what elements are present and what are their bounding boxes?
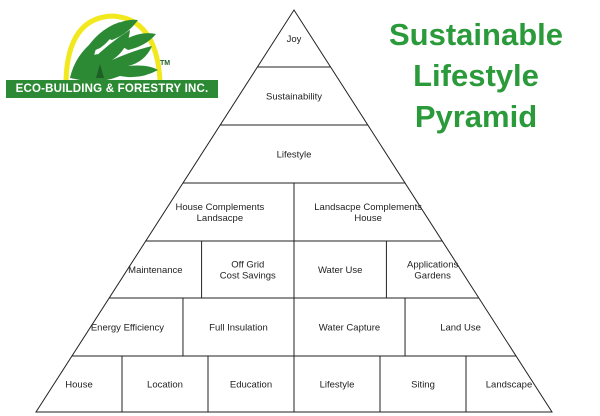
pyramid-cell-label: Water Capture bbox=[319, 323, 380, 334]
pyramid-cell-label: Education bbox=[230, 380, 272, 391]
tree-icon bbox=[70, 19, 158, 82]
pyramid-cell-label: Location bbox=[147, 380, 183, 391]
pyramid-cell-label: House bbox=[65, 380, 92, 391]
pyramid-cell-label: Sustainability bbox=[266, 92, 322, 103]
pyramid-cell-label: Siting bbox=[411, 380, 435, 391]
pyramid-cell-label: Joy bbox=[287, 34, 302, 45]
logo-mark bbox=[63, 13, 163, 82]
title-line-1: Sustainable bbox=[389, 17, 563, 52]
title-line-2: Lifestyle bbox=[413, 58, 539, 93]
pyramid-cell-label: Energy Efficiency bbox=[91, 323, 164, 334]
pyramid-cell-label: Land Use bbox=[440, 323, 481, 334]
pyramid-cell-label: Lifestyle bbox=[320, 380, 355, 391]
pyramid-cell-label: Maintenance bbox=[128, 265, 182, 276]
pyramid-cell-label: Full Insulation bbox=[209, 323, 268, 334]
page-title: Sustainable Lifestyle Pyramid bbox=[360, 14, 592, 137]
logo-company-name: ECO-BUILDING & FORESTRY INC. bbox=[6, 80, 218, 98]
logo-trademark: TM bbox=[160, 60, 171, 67]
pyramid bbox=[35, 9, 553, 413]
pyramid-cell-label: Landscape bbox=[486, 380, 532, 391]
logo-sun-arc bbox=[63, 13, 163, 81]
pyramid-cell-label: Water Use bbox=[318, 265, 363, 276]
title-line-3: Pyramid bbox=[414, 99, 538, 134]
pyramid-cell-label: Lifestyle bbox=[277, 150, 312, 161]
